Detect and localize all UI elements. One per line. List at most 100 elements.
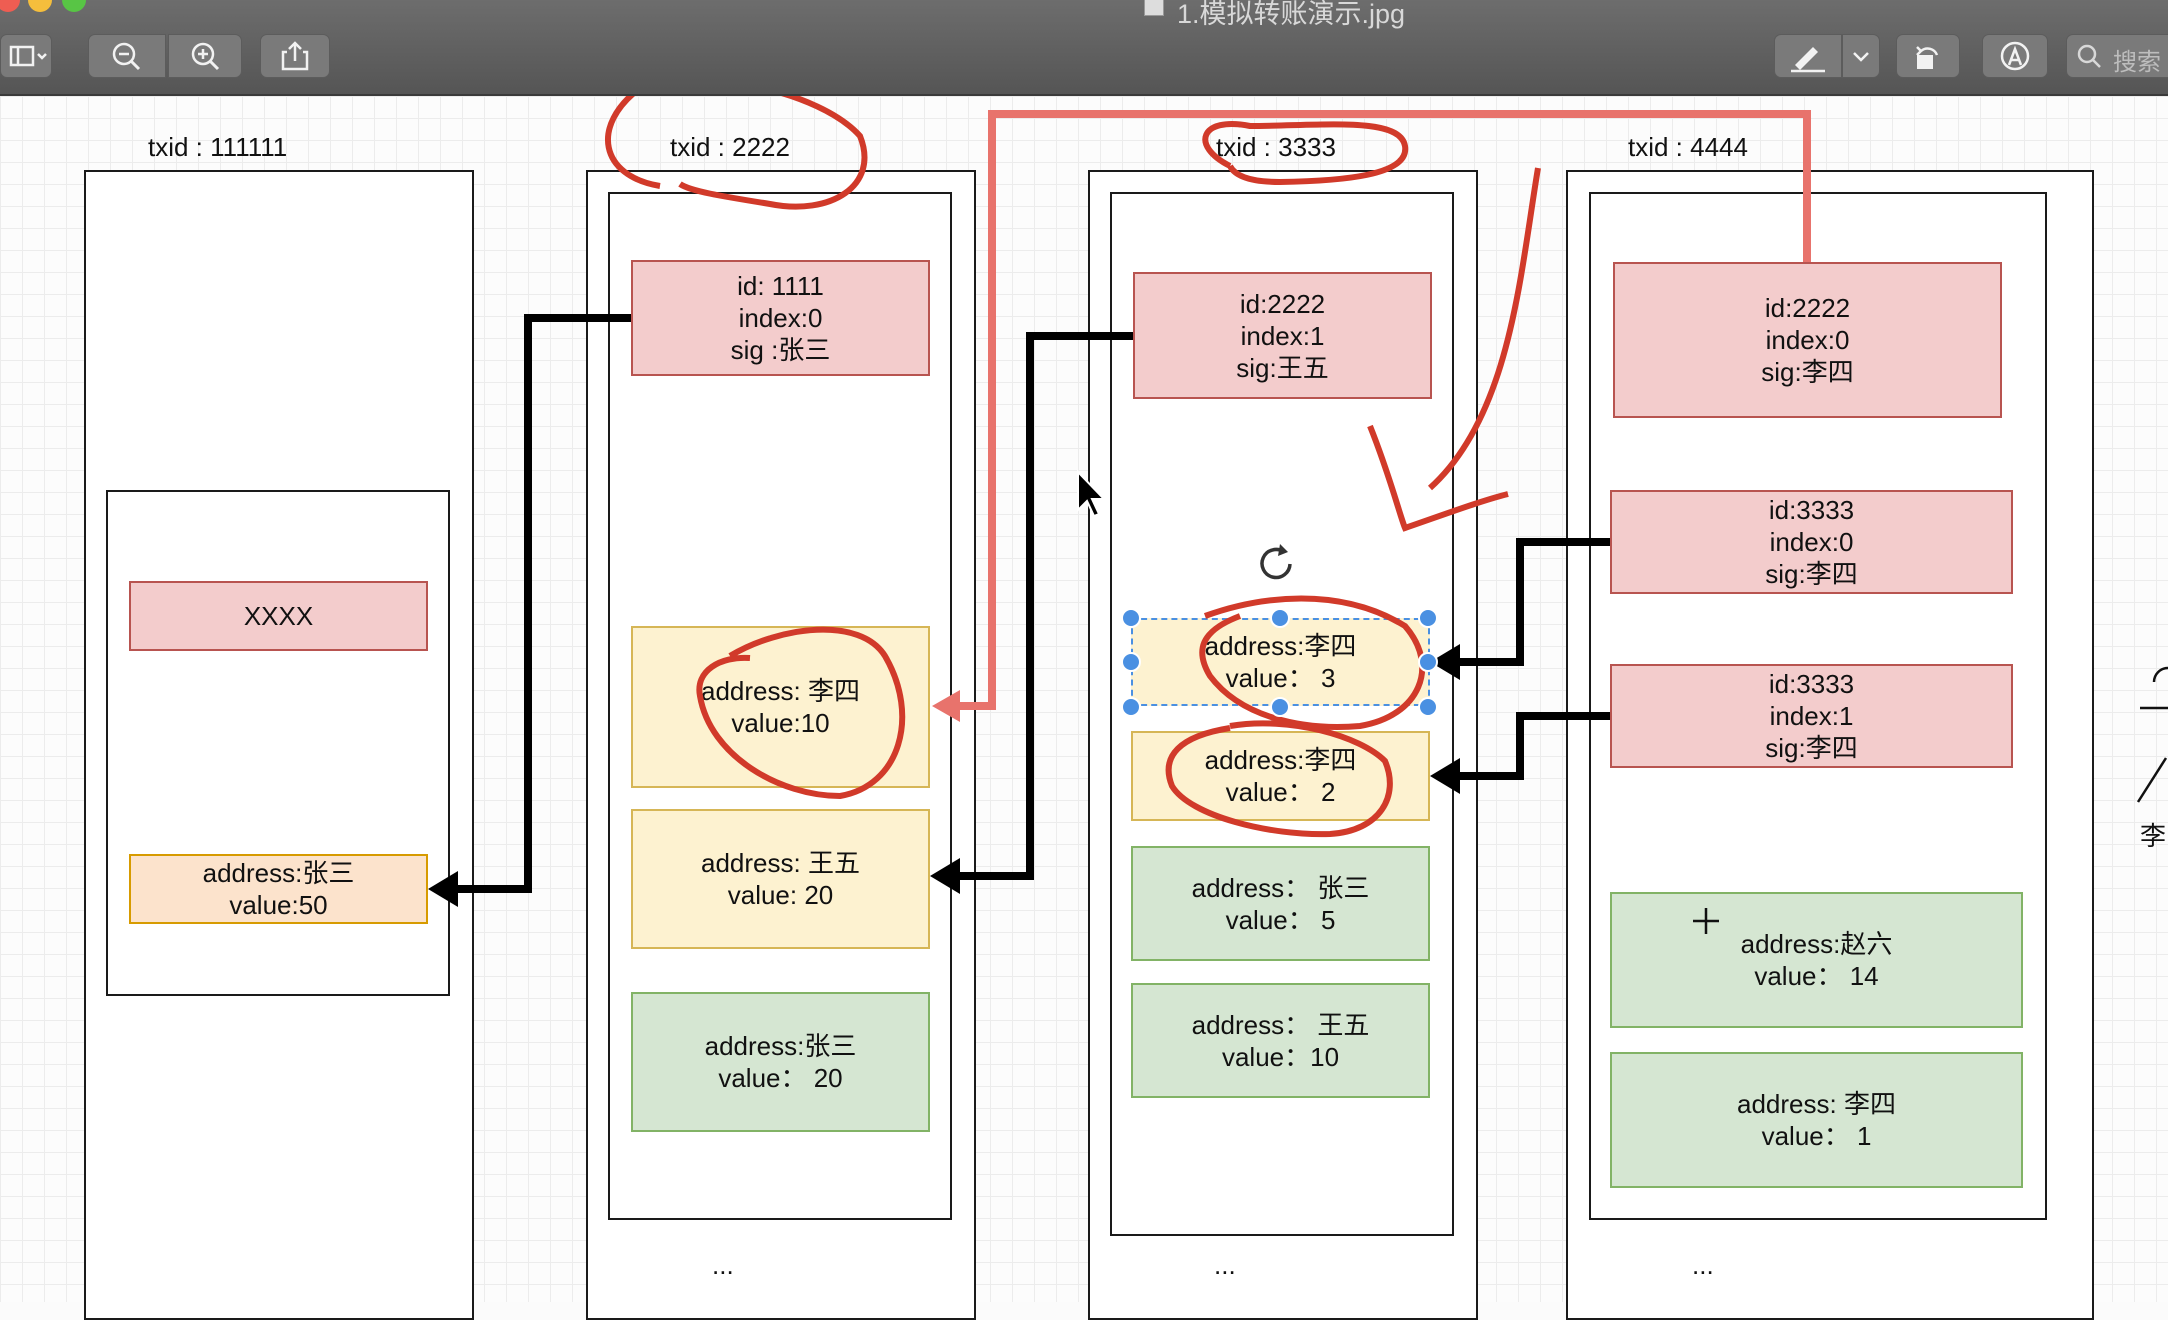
tx1-input-text: XXXX (243, 601, 314, 631)
zoom-in-button[interactable] (168, 34, 242, 78)
connector-tx4-input3-to-tx3-output2 (1442, 712, 1610, 780)
tx1-output-cell[interactable]: address:张三 value:50 (129, 854, 428, 924)
offscreen-label: 李 (2140, 821, 2167, 851)
markup-pen-icon (1791, 47, 1825, 73)
tx4-input-cell-3[interactable]: id:3333 index:1 sig:李四 (1610, 664, 2013, 768)
input-index: index:0 (738, 303, 823, 333)
annotate-button[interactable] (1982, 34, 2048, 78)
input-id: id:3333 (1768, 495, 1855, 525)
tx4-label: txid : 4444 (1628, 132, 1748, 162)
annotate-icon (2000, 41, 2030, 71)
zoom-in-icon (191, 42, 220, 71)
output-address: address:张三 (704, 1031, 857, 1061)
connector-tx2-input-to-tx1-output (440, 314, 631, 893)
output-value: value： 3 (1225, 663, 1336, 693)
tx4-input-cell-2[interactable]: id:3333 index:0 sig:李四 (1610, 490, 2013, 594)
tx1-input-cell[interactable]: XXXX (129, 581, 428, 651)
hand-circle-tx3-output1 (1199, 595, 1426, 730)
tx3-output-cell-3[interactable]: address： 张三 value： 5 (1131, 846, 1430, 961)
markup-pen-button[interactable] (1774, 34, 1842, 78)
output-value: value： 14 (1754, 961, 1879, 991)
output-value: value:10 (731, 708, 830, 738)
partial-shape-right-edge (2136, 666, 2168, 803)
tx4-ellipsis: ... (1692, 1250, 1714, 1280)
rotate-button[interactable] (1896, 34, 1960, 78)
selection-handles[interactable] (1121, 608, 1438, 717)
sidebar-icon (9, 45, 47, 67)
hand-down-arrow (1367, 167, 1541, 532)
zoom-window-button[interactable] (62, 0, 86, 12)
output-address: address: 王五 (701, 848, 860, 878)
tx3-output-cell-1[interactable]: address:李四 value： 3 (1131, 618, 1430, 706)
input-sig: sig:王五 (1236, 352, 1329, 383)
output-address: address: 李四 (701, 676, 860, 706)
window-title: 1.模拟转账演示.jpg (1177, 0, 1406, 29)
output-value: value:50 (229, 890, 328, 920)
output-value: value： 5 (1225, 904, 1336, 935)
share-button[interactable] (260, 34, 330, 78)
zoom-out-icon (112, 42, 141, 71)
tx2-output-cell-3[interactable]: address:张三 value： 20 (631, 992, 930, 1132)
input-sig: sig:李四 (1765, 733, 1858, 763)
tx2-ellipsis: ... (712, 1250, 734, 1280)
mouse-cursor-icon (1077, 469, 1107, 518)
zoom-out-button[interactable] (88, 34, 166, 78)
input-index: index:0 (1769, 527, 1854, 557)
input-sig: sig :张三 (730, 335, 831, 365)
output-value: value： 20 (718, 1063, 843, 1093)
output-address: address: 李四 (1737, 1089, 1896, 1119)
rotate-icon (1916, 46, 1939, 69)
output-address: address:张三 (202, 858, 355, 888)
sidebar-toggle-button[interactable] (0, 34, 52, 78)
chevron-down-icon (1853, 52, 1869, 62)
hand-circle-tx3-output2 (1165, 720, 1393, 838)
output-address: address:赵六 (1740, 929, 1893, 959)
search-icon (2077, 44, 2101, 68)
arrowhead-icon (428, 871, 458, 907)
close-window-button[interactable] (0, 0, 20, 12)
hand-circle-tx2-output1 (696, 626, 906, 800)
input-id: id:3333 (1768, 669, 1855, 699)
arrowhead-icon (932, 690, 960, 722)
connector-tx4-input1-to-tx2-output1 (950, 110, 1811, 710)
input-id: id: 1111 (737, 271, 824, 301)
hand-circle-txid-3333 (1202, 121, 1409, 186)
tx3-output-cell-4[interactable]: address： 王五 value：10 (1131, 983, 1430, 1098)
tx4-input-cell-1[interactable]: id:2222 index:0 sig:李四 (1613, 262, 2002, 418)
input-id: id:2222 (1239, 288, 1326, 319)
minimize-window-button[interactable] (28, 0, 52, 12)
share-icon (281, 41, 309, 71)
input-sig: sig:李四 (1761, 357, 1854, 387)
output-value: value： 1 (1761, 1121, 1872, 1151)
tx2-label: txid : 2222 (670, 132, 790, 162)
output-address: address： 王五 (1191, 1009, 1370, 1040)
arrowhead-icon (1430, 644, 1460, 680)
output-value: value: 20 (727, 880, 834, 910)
crosshair-cursor-icon (1693, 908, 1719, 934)
output-value: value： 2 (1225, 777, 1336, 807)
hand-circle-txid-2222 (605, 96, 868, 210)
diagram-canvas: txid : 111111 XXXX address:张三 value:50 t… (0, 96, 2168, 1320)
input-index: index:0 (1765, 325, 1850, 355)
input-index: index:1 (1769, 701, 1854, 731)
output-address: address： 张三 (1191, 872, 1370, 903)
tx3-input-cell[interactable]: id:2222 index:1 sig:王五 (1133, 272, 1432, 399)
arrowhead-icon (1430, 758, 1460, 794)
arrowhead-icon (930, 858, 960, 894)
input-id: id:2222 (1764, 293, 1851, 323)
output-value: value：10 (1221, 1041, 1340, 1072)
tx4-output-cell-1[interactable]: address:赵六 value： 14 (1610, 892, 2023, 1028)
markup-dropdown-button[interactable] (1842, 34, 1880, 78)
search-field[interactable]: 搜索 (2066, 34, 2168, 78)
tx2-output-cell-2[interactable]: address: 王五 value: 20 (631, 809, 930, 949)
tx4-output-cell-2[interactable]: address: 李四 value： 1 (1610, 1052, 2023, 1188)
connector-tx3-input-to-tx2-output (942, 332, 1133, 880)
tx2-input-cell[interactable]: id: 1111 index:0 sig :张三 (631, 260, 930, 376)
window-titlebar: 1.模拟转账演示.jpg (0, 0, 2168, 96)
tx3-label: txid : 3333 (1216, 132, 1336, 162)
rotate-handle-icon[interactable] (1260, 544, 1292, 580)
search-placeholder: 搜索 (2113, 49, 2161, 76)
output-address: address:李四 (1204, 631, 1357, 661)
connector-overlay (428, 96, 2168, 934)
tx1-label: txid : 111111 (148, 132, 288, 162)
